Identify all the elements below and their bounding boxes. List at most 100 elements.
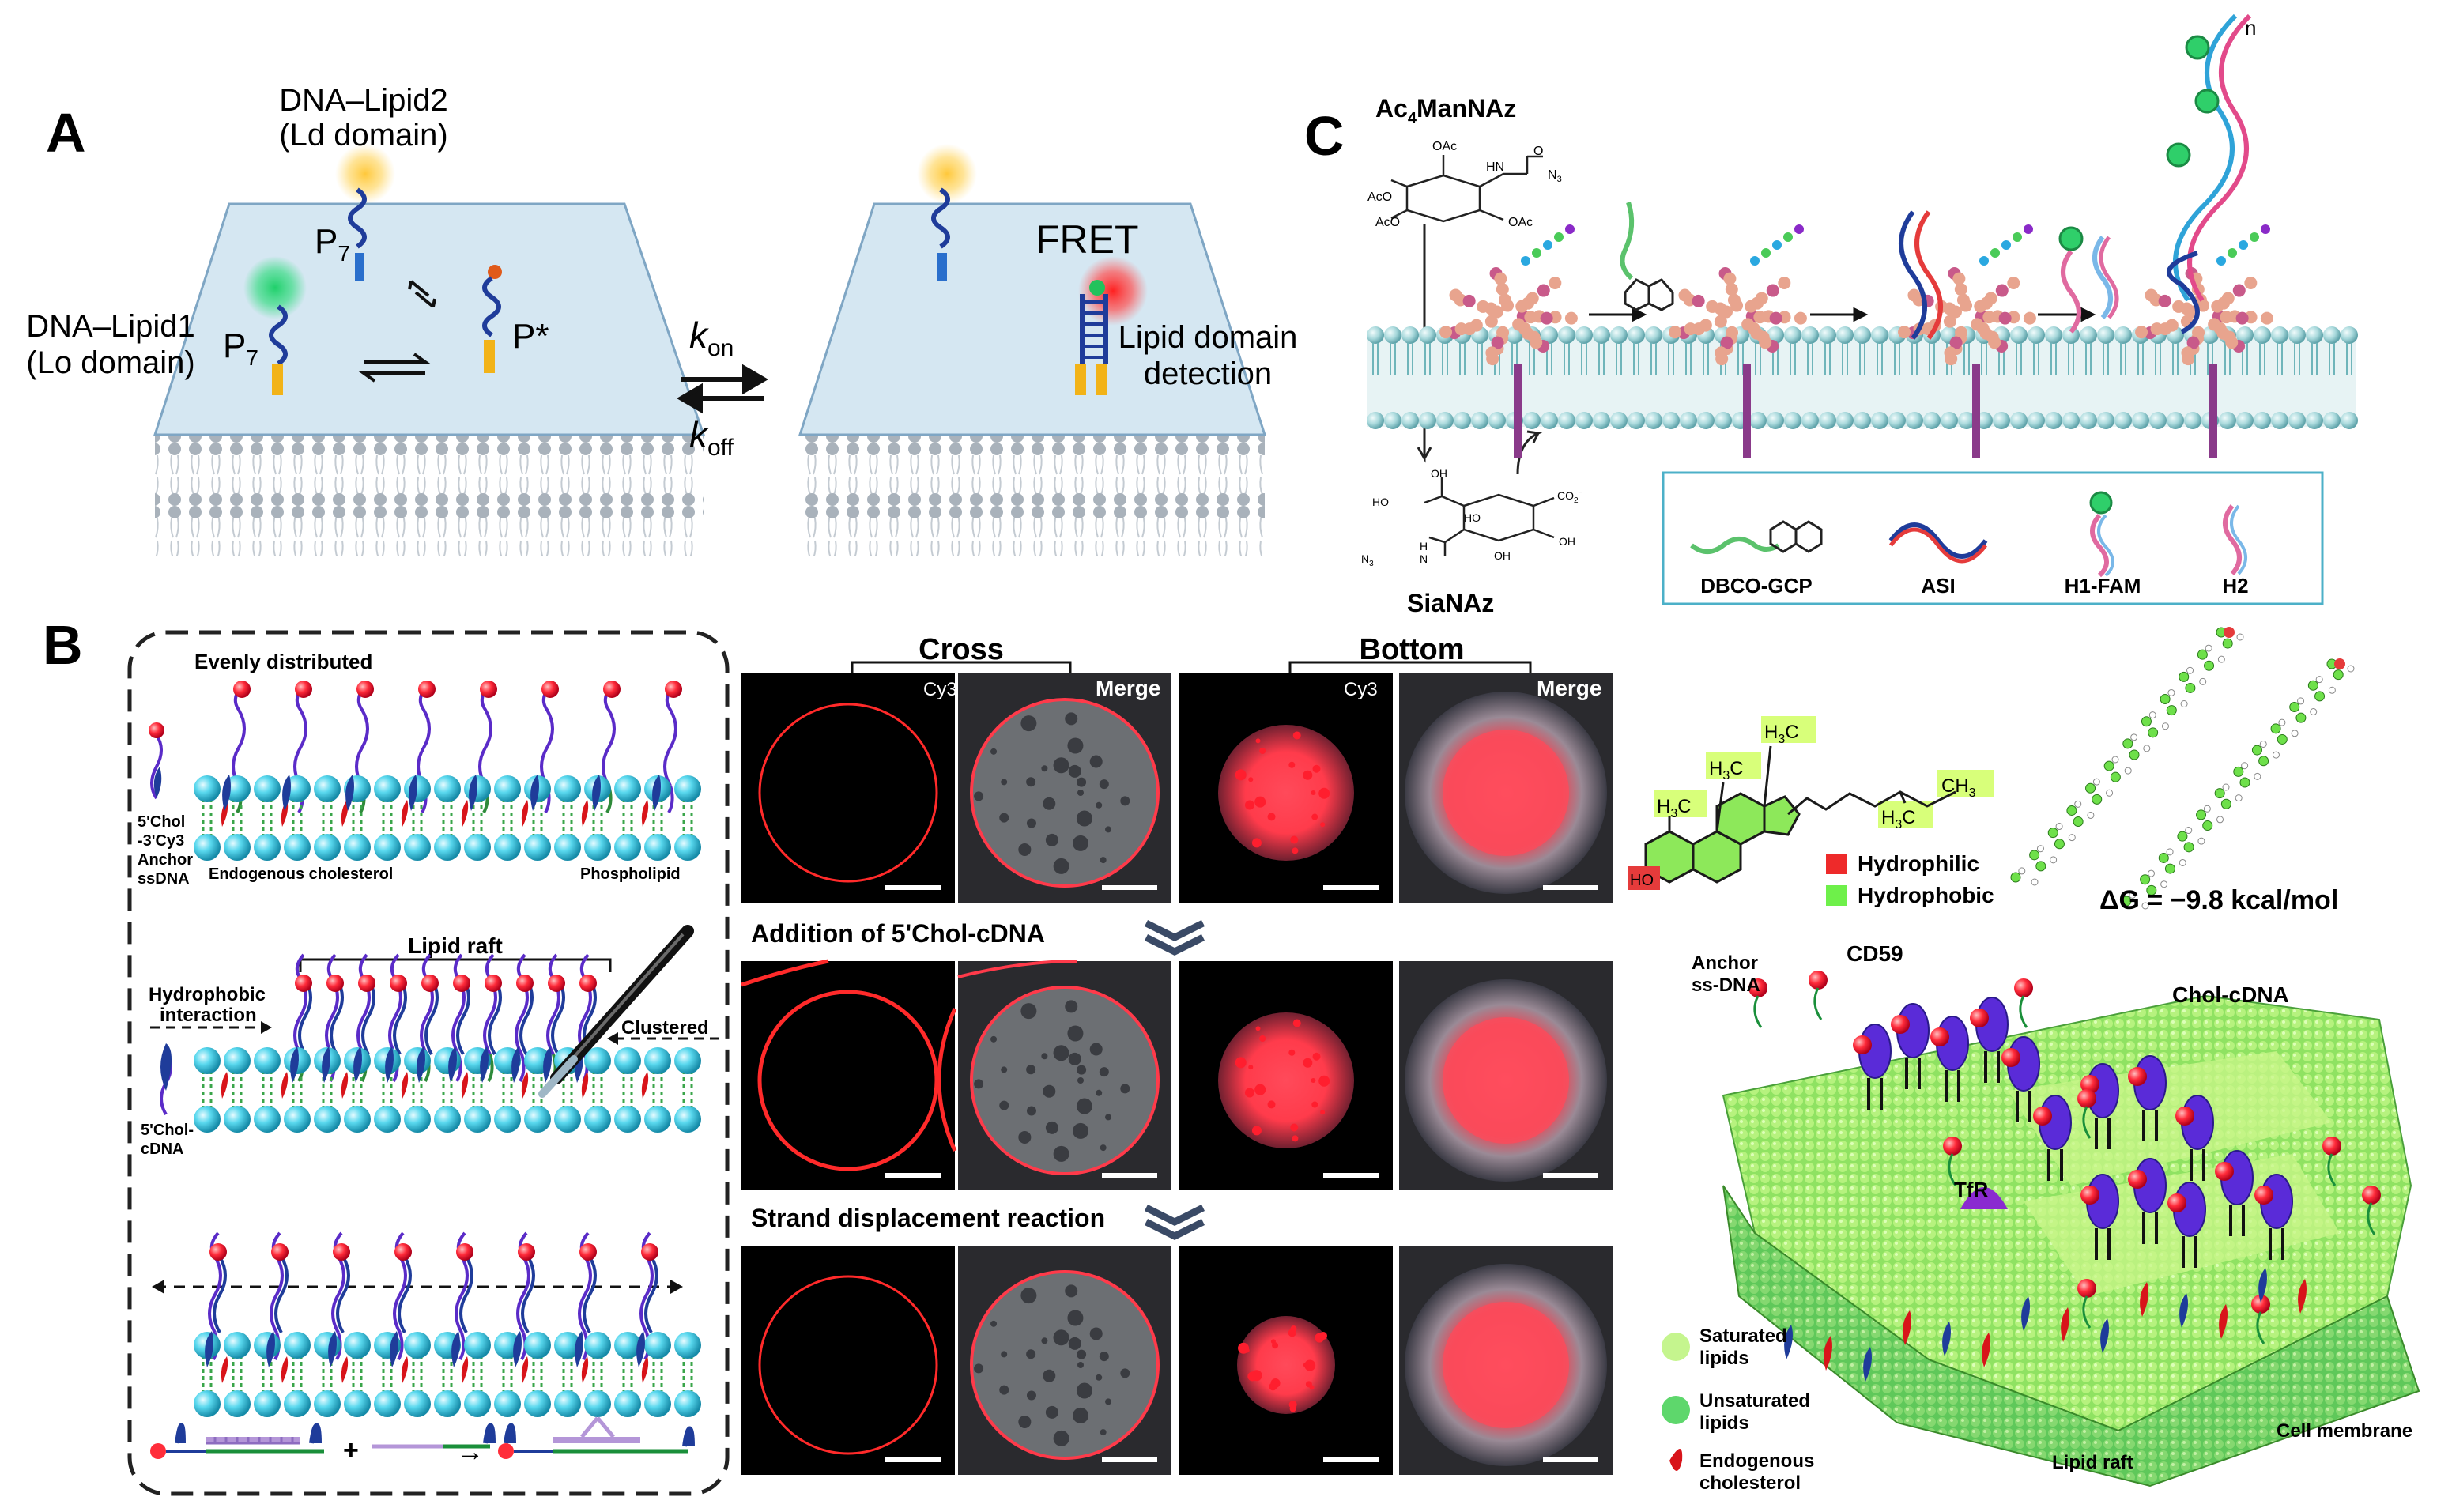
membrane-insert-icon [2140, 1282, 2148, 1317]
lipid-head-bottom [2080, 412, 2097, 429]
cy3-speckle [1255, 738, 1261, 744]
lipid-head-lower [224, 834, 251, 861]
cy3-speckle [1267, 1100, 1276, 1109]
protein-atom [1484, 302, 1498, 315]
neighbor-cell-edge [741, 959, 829, 987]
cy3-speckle [1292, 731, 1301, 740]
lipid-head-bottom [2184, 412, 2201, 429]
protein-atom [2150, 322, 2163, 336]
hydrogen [2050, 856, 2058, 864]
cell-granule [1041, 1053, 1048, 1060]
glycan-unit [1794, 224, 1804, 234]
lipid-head-upper [674, 1332, 701, 1359]
cell-granule [1043, 1369, 1056, 1382]
cy3-speckle [1247, 1371, 1258, 1382]
lipid-head-bottom [1906, 412, 1923, 429]
metabolic-arrow-down [1417, 224, 1432, 463]
hydrogen [2291, 730, 2299, 737]
hydrogen [2222, 783, 2230, 791]
lipid-head-upper [674, 775, 701, 802]
cell-granule [1099, 1067, 1109, 1077]
lipid-head-bottom [1871, 412, 1888, 429]
atom [2129, 749, 2140, 760]
membrane-left [153, 202, 706, 556]
protein-atom [1496, 283, 1509, 296]
cross-bracket [851, 661, 1072, 673]
cell-granule [1068, 1052, 1081, 1065]
cy3-speckle [1254, 796, 1266, 808]
atom [2277, 733, 2288, 745]
duplex-dna-icon [1075, 294, 1108, 395]
lipid-head-bottom [1610, 412, 1628, 429]
lipid-head-lower [464, 834, 491, 861]
dna-strand [293, 953, 307, 1056]
protein-atom [1564, 311, 1578, 325]
protein-atom [2135, 326, 2148, 339]
atom [2092, 794, 2103, 805]
cell-granule [1053, 1430, 1069, 1446]
lipid-tail [322, 798, 333, 835]
protein-atom [2192, 326, 2205, 339]
legend-h2-icon [2223, 504, 2247, 576]
glycan-unit [2239, 240, 2248, 250]
lipid-head-bottom [1836, 412, 1854, 429]
cy3-speckle [1303, 770, 1313, 780]
legend-dbco-label: DBCO-GCP [1700, 574, 1813, 598]
cell-granule [1089, 755, 1103, 768]
cell-granule [1045, 833, 1058, 846]
lipid-head-bottom [1384, 412, 1401, 429]
cell-membrane-ring [970, 698, 1160, 888]
membrane-row-1 [149, 681, 701, 861]
lipid-head-upper [644, 1332, 671, 1359]
protein-stalk [2016, 1091, 2031, 1122]
cy3-dye-icon [603, 681, 621, 698]
h3c-label-3: H3C [1657, 796, 1692, 820]
pstar-label: P* [512, 317, 549, 356]
cell-granule [1120, 1084, 1130, 1094]
cy3-dye-icon [358, 975, 375, 992]
cy3-dye-icon [333, 1243, 350, 1261]
lipid-head-top [1384, 326, 1401, 344]
lipid-head-lower [224, 1106, 251, 1133]
free-dye-icon [2014, 978, 2033, 997]
membrane-panel-left [153, 202, 706, 436]
cell-granule [1067, 1025, 1084, 1042]
lipid-tail [1790, 343, 1796, 375]
lipid-tail [292, 1355, 303, 1391]
protein-atom [1995, 284, 2009, 297]
lipid-head-lower [464, 1106, 491, 1133]
micro-image-bg [741, 1246, 955, 1475]
lipid-head-bottom [2288, 412, 2306, 429]
cy3-dye-icon [295, 975, 312, 992]
protein-atom [1725, 283, 1738, 296]
membrane-insert-icon [1863, 1347, 1872, 1382]
atom [2140, 874, 2151, 885]
micro-image [958, 673, 1171, 903]
protein-atom [1898, 326, 1911, 339]
lipid-head-bottom [1749, 412, 1767, 429]
protein-stalk [2190, 1149, 2205, 1181]
protein-stalk [2095, 1118, 2111, 1149]
dbco-gcp-reagent-icon [1620, 202, 1674, 311]
protein-atom [1750, 326, 1764, 340]
cell-granule [1100, 857, 1107, 864]
lipid-tail [562, 798, 573, 835]
lipid-head-bottom [2323, 412, 2341, 429]
legend-anchor-icon [153, 767, 162, 798]
cell-granule [1001, 779, 1008, 786]
dna-linker [397, 1332, 404, 1360]
glycan-unit [1565, 224, 1575, 234]
cell-granule [1053, 757, 1069, 774]
lipid-head-top [2236, 326, 2254, 344]
cy3-dye-icon [579, 975, 597, 992]
lipid-head-lower [194, 834, 221, 861]
lipid-head-bottom [2254, 412, 2271, 429]
lipid-tail [1981, 343, 1987, 375]
lipid-head-top [1593, 326, 1610, 344]
lipid-head-upper [584, 1047, 611, 1074]
atom [2270, 723, 2281, 734]
dye-icon [2080, 1186, 2099, 1205]
lipid-head-bottom [2132, 412, 2149, 429]
lipid-head-lower [614, 834, 641, 861]
lipid-head-lower [224, 1390, 251, 1417]
